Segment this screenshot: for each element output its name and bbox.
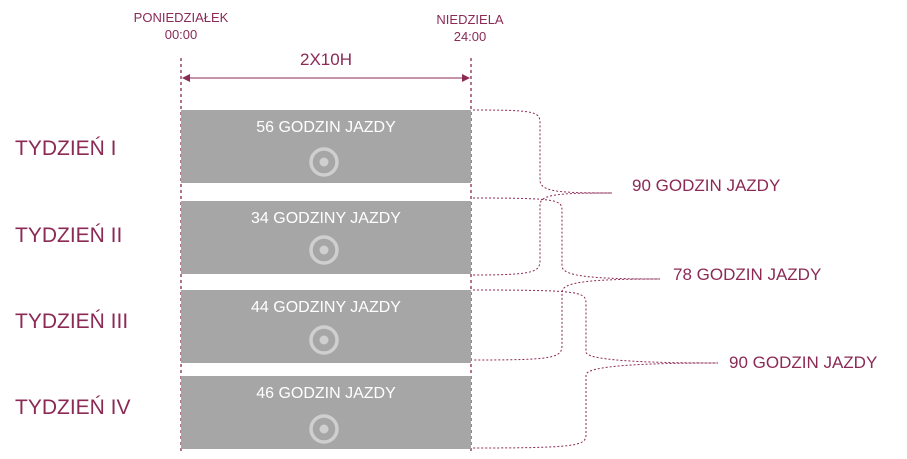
total-weeks-3-4: 90 GODZIN JAZDY — [729, 353, 878, 372]
week-hours-1: 56 GODZIN JAZDY — [256, 119, 396, 136]
target-icon — [309, 147, 339, 177]
bracket-weeks-2-3 — [472, 197, 661, 361]
start-time-label: 00:00 — [164, 27, 198, 42]
end-time-header: NIEDZIELA 24:00 — [410, 11, 530, 45]
week-bar-1: 56 GODZIN JAZDY — [181, 110, 471, 183]
total-weeks-2-3: 78 GODZIN JAZDY — [673, 265, 822, 284]
week-label-3: TYDZIEŃ III — [15, 310, 129, 333]
bracket-weeks-1-2 — [472, 109, 613, 276]
week-label-1: TYDZIEŃ I — [15, 137, 117, 160]
span-label: 2X10H — [300, 50, 352, 69]
week-hours-3: 44 GODZINY JAZDY — [251, 299, 401, 316]
week-bar-4: 46 GODZIN JAZDY — [181, 376, 471, 449]
week-label-2: TYDZIEŃ II — [15, 224, 123, 247]
start-time-header: PONIEDZIAŁEK 00:00 — [120, 9, 242, 43]
target-icon — [309, 235, 339, 265]
total-weeks-1-2: 90 GODZIN JAZDY — [632, 176, 781, 195]
week-label-4: TYDZIEŃ IV — [15, 396, 131, 419]
week-hours-4: 46 GODZIN JAZDY — [256, 385, 396, 402]
bracket-weeks-3-4 — [472, 289, 719, 449]
end-day-label: NIEDZIELA — [436, 12, 504, 27]
week-hours-2: 34 GODZINY JAZDY — [251, 210, 401, 227]
end-time-label: 24:00 — [453, 29, 487, 44]
target-icon — [309, 414, 339, 444]
target-icon — [309, 325, 339, 355]
start-day-label: PONIEDZIAŁEK — [133, 10, 229, 25]
